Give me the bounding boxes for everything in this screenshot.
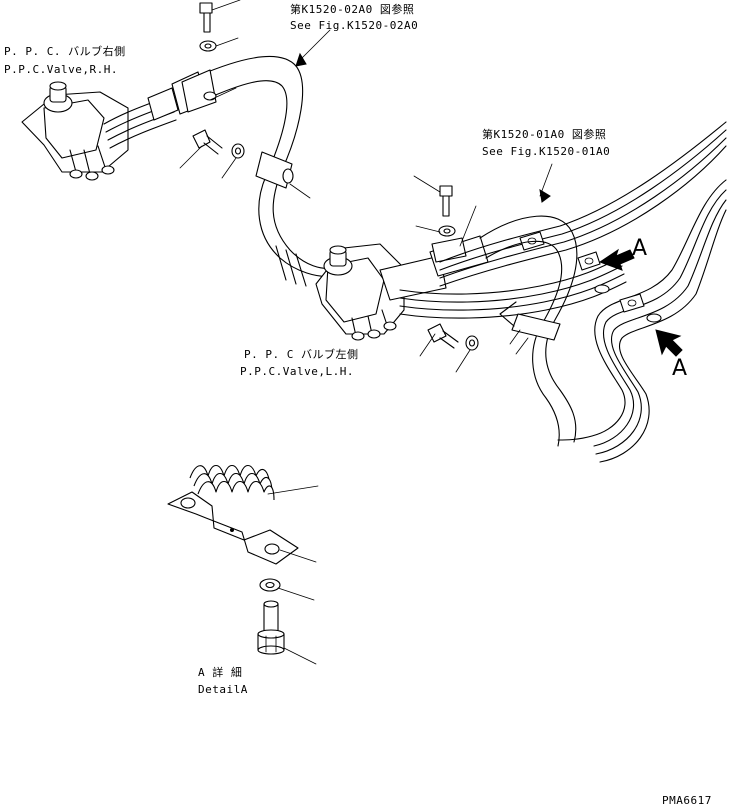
valve-lh-label-en: P.P.C.Valve,L.H.	[240, 365, 354, 378]
tube-bundle-loop	[557, 179, 727, 463]
ref-02-label-jp: 第K1520-02A0 図参照	[290, 3, 415, 16]
view-arrow-a-upper	[598, 248, 635, 271]
ref-02-label-en: See Fig.K1520-02A0	[290, 19, 419, 32]
detail-a-washer	[259, 578, 281, 592]
hose-bundle-rh	[197, 55, 335, 287]
view-a-label-upper: A	[632, 236, 648, 261]
bolt-washer-lh-top	[431, 185, 467, 263]
ref-01-label-jp: 第K1520-01A0 図参照	[482, 128, 607, 141]
view-a-label-lower: A	[672, 356, 688, 381]
valve-lh-label-jp: P. P. C バルブ左側	[244, 348, 359, 361]
bracket-top	[181, 2, 217, 113]
ref-arrowhead-01	[539, 189, 551, 203]
valve-rh-label-en: P.P.C.Valve,R.H.	[4, 63, 118, 76]
ref-arrowhead-02	[295, 52, 307, 67]
detail-a-bolt	[257, 600, 285, 655]
valve-rh-label-jp: P. P. C. バルブ右側	[4, 45, 126, 58]
detail-a-clip	[167, 464, 299, 565]
hose-bundle-lh	[479, 215, 578, 447]
detail-a-title-en: DetailA	[198, 683, 248, 696]
bolt-washer-mid	[192, 129, 245, 159]
ppc-valve-rh	[21, 71, 207, 181]
ref-01-label-en: See Fig.K1520-01A0	[482, 145, 611, 158]
view-arrow-a-lower	[655, 329, 683, 357]
detail-a-title-jp: A 詳 細	[198, 666, 243, 679]
bolt-washer-lh-bottom	[427, 323, 479, 351]
drawing-number: PMA6617	[662, 794, 712, 807]
